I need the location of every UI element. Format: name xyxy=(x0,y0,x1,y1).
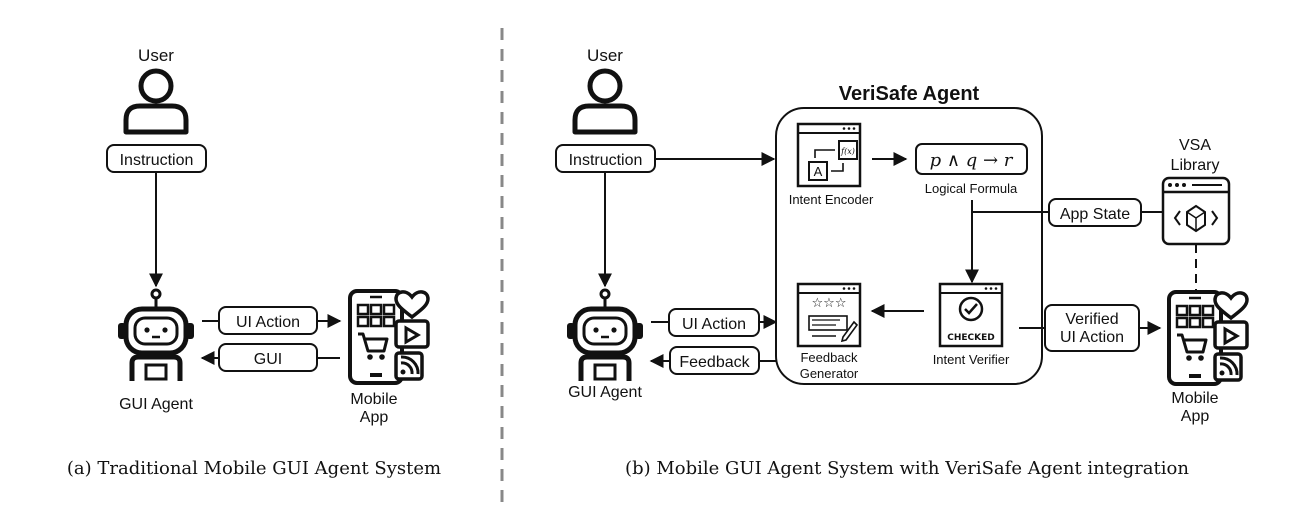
intent-encoder-label: Intent Encoder xyxy=(789,192,874,207)
intent-verifier-label: Intent Verifier xyxy=(933,352,1010,367)
right-user-label: User xyxy=(587,46,623,65)
right-instruction-label: Instruction xyxy=(569,152,643,169)
left-app-label-2: App xyxy=(360,409,389,426)
right-ui-action-label: UI Action xyxy=(682,316,746,333)
verified-label-1: Verified xyxy=(1065,311,1118,328)
right-app-label-1: Mobile xyxy=(1171,390,1218,407)
left-ui-action-label: UI Action xyxy=(236,314,300,331)
translate-icon: f(x) A xyxy=(796,122,862,188)
app-state-label: App State xyxy=(1060,206,1130,223)
left-agent-label: GUI Agent xyxy=(119,396,193,413)
smartphone-icon xyxy=(1167,290,1249,386)
feedback-generator-label-2: Generator xyxy=(800,366,859,381)
left-instruction-label: Instruction xyxy=(120,152,194,169)
svg-text:f(x): f(x) xyxy=(840,147,855,156)
svg-text:☆☆☆: ☆☆☆ xyxy=(812,296,847,311)
left-caption: (a) Traditional Mobile GUI Agent System xyxy=(67,458,441,479)
user-icon xyxy=(126,71,186,132)
code-window-icon xyxy=(1161,176,1231,246)
smartphone-icon xyxy=(348,289,430,385)
checkmark-badge-icon xyxy=(938,282,1004,348)
checked-text: CHECKED xyxy=(947,333,994,343)
right-agent-label: GUI Agent xyxy=(568,384,642,401)
robot-icon xyxy=(118,290,194,381)
logical-formula-label: Logical Formula xyxy=(925,181,1018,196)
feedback-form-icon: ☆☆☆ xyxy=(796,282,862,348)
right-feedback-label: Feedback xyxy=(679,354,750,371)
right-caption: (b) Mobile GUI Agent System with VeriSaf… xyxy=(625,458,1189,479)
right-app-label-2: App xyxy=(1181,408,1210,425)
formula-text: p ∧ q → r xyxy=(930,150,1014,171)
vsa-label-1: VSA xyxy=(1179,137,1211,154)
robot-icon xyxy=(567,290,643,381)
left-user-label: User xyxy=(138,46,174,65)
feedback-generator-label-1: Feedback xyxy=(800,350,858,365)
left-gui-label: GUI xyxy=(254,351,282,368)
verisafe-title: VeriSafe Agent xyxy=(839,83,980,105)
formula-box xyxy=(915,143,1028,175)
vsa-label-2: Library xyxy=(1171,157,1220,174)
user-icon xyxy=(575,71,635,132)
svg-text:A: A xyxy=(814,164,823,179)
left-app-label-1: Mobile xyxy=(350,391,397,408)
verified-label-2: UI Action xyxy=(1060,329,1124,346)
